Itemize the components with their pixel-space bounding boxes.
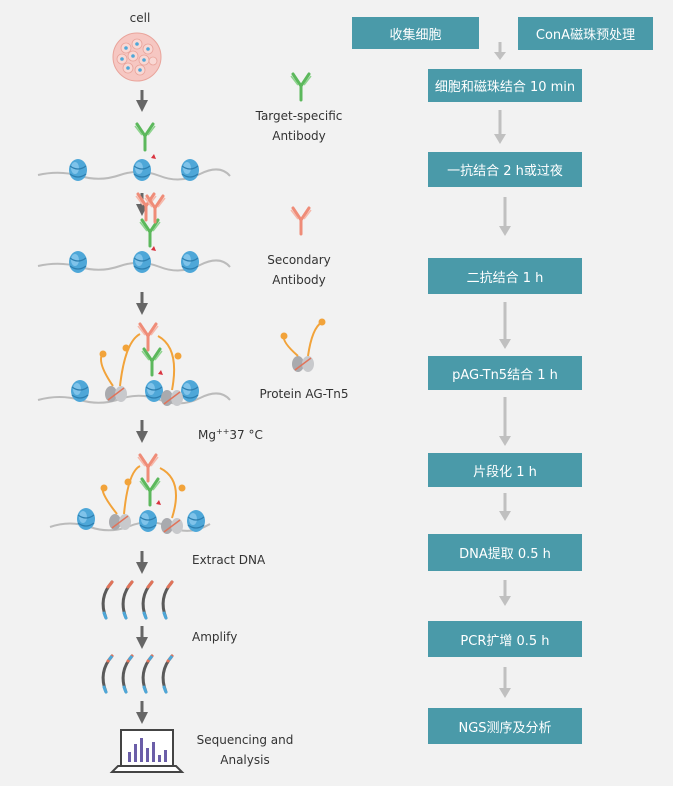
protein-ag-tn5-icon [280, 318, 326, 373]
step-ngs-analysis: NGS测序及分析 [428, 708, 582, 744]
sequencing-label-line1: Sequencing and [196, 733, 294, 747]
step-bind-beads: 细胞和磁珠结合 10 min [428, 69, 582, 102]
step-fragmentation: 片段化 1 h [428, 453, 582, 487]
sequencing-label-line2: Analysis [220, 753, 270, 767]
amplified-fragments [101, 654, 174, 694]
step-pcr-amplification: PCR扩增 0.5 h [428, 621, 582, 657]
step-cona-pretreatment: ConA磁珠预处理 [518, 17, 653, 50]
cell-label: cell [129, 11, 151, 25]
target-antibody-icon [289, 72, 313, 102]
target-antibody-label-line2: Antibody [272, 129, 326, 143]
secondary-antibody-label-line2: Antibody [272, 273, 326, 287]
step-primary-antibody: 一抗结合 2 h或过夜 [428, 152, 582, 187]
dna-fragments [101, 580, 174, 620]
secondary-antibody-icon [289, 206, 313, 236]
step-collect-cells: 收集细胞 [352, 17, 479, 49]
protein-ag-tn5-label: Protein AG-Tn5 [259, 387, 349, 401]
temperature-text: 37 °C [229, 428, 263, 442]
mg-superscript: ++ [215, 427, 230, 436]
chromatin-stage-1 [37, 122, 231, 182]
chromatin-stage-3 [37, 322, 231, 407]
laptop-icon [109, 729, 185, 773]
flow-arrowheads [494, 52, 511, 698]
chromatin-stage-2 [37, 192, 231, 274]
step-secondary-antibody: 二抗结合 1 h [428, 258, 582, 294]
step-dna-extraction: DNA提取 0.5 h [428, 534, 582, 571]
target-antibody-label-line1: Target-specific [255, 109, 343, 123]
extract-dna-label: Extract DNA [192, 553, 266, 567]
cell-icon [112, 32, 162, 82]
mg-condition-label: Mg++37 °C [198, 422, 263, 445]
secondary-antibody-label-line1: Secondary [267, 253, 331, 267]
chromatin-stage-4 [49, 453, 211, 535]
amplify-label: Amplify [192, 630, 238, 644]
mg-base: Mg [198, 428, 216, 442]
step-pag-tn5: pAG-Tn5结合 1 h [428, 356, 582, 390]
